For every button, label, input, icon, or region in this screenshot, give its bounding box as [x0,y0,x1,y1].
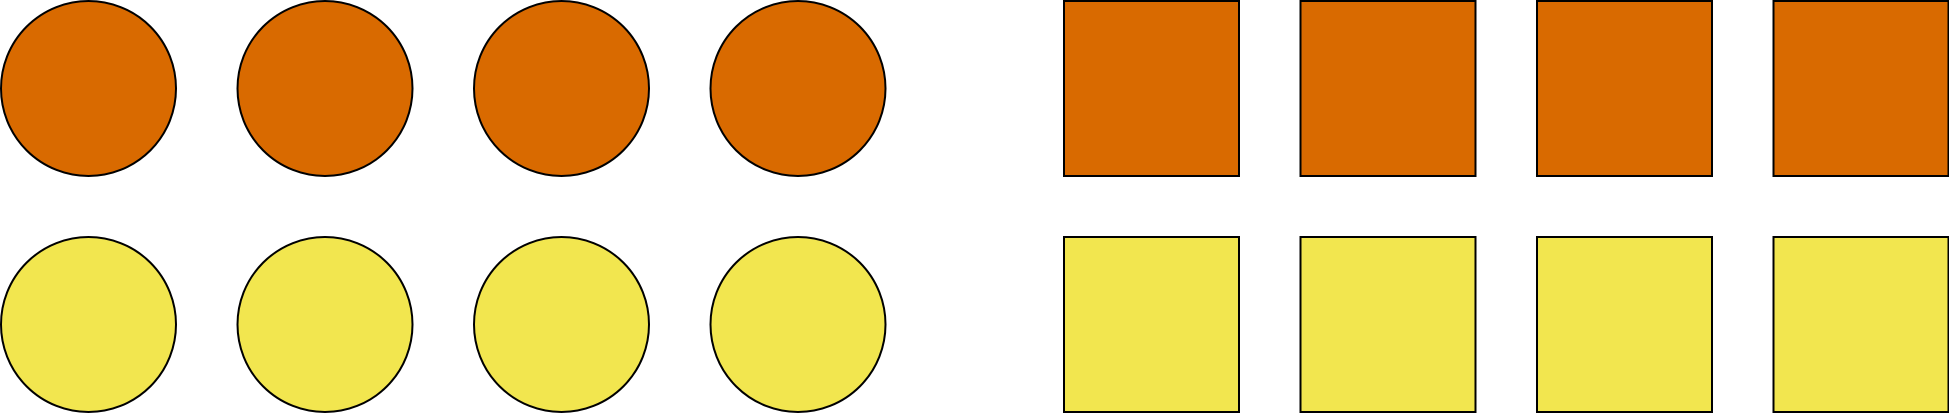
yellow-circle-3 [473,236,650,413]
orange-square-3 [1536,0,1713,177]
yellow-square-3 [1536,236,1713,413]
orange-square-4 [1772,0,1949,177]
yellow-square-1 [1063,236,1240,413]
yellow-square-2 [1299,236,1477,413]
yellow-square-4 [1772,236,1949,413]
orange-circle-4 [709,0,887,177]
orange-circle-2 [236,0,414,177]
orange-square-1 [1063,0,1240,177]
yellow-circle-4 [709,236,887,413]
orange-circle-1 [0,0,177,177]
orange-square-2 [1299,0,1477,177]
yellow-circle-2 [236,236,414,413]
orange-circle-3 [473,0,650,177]
yellow-circle-1 [0,236,177,413]
